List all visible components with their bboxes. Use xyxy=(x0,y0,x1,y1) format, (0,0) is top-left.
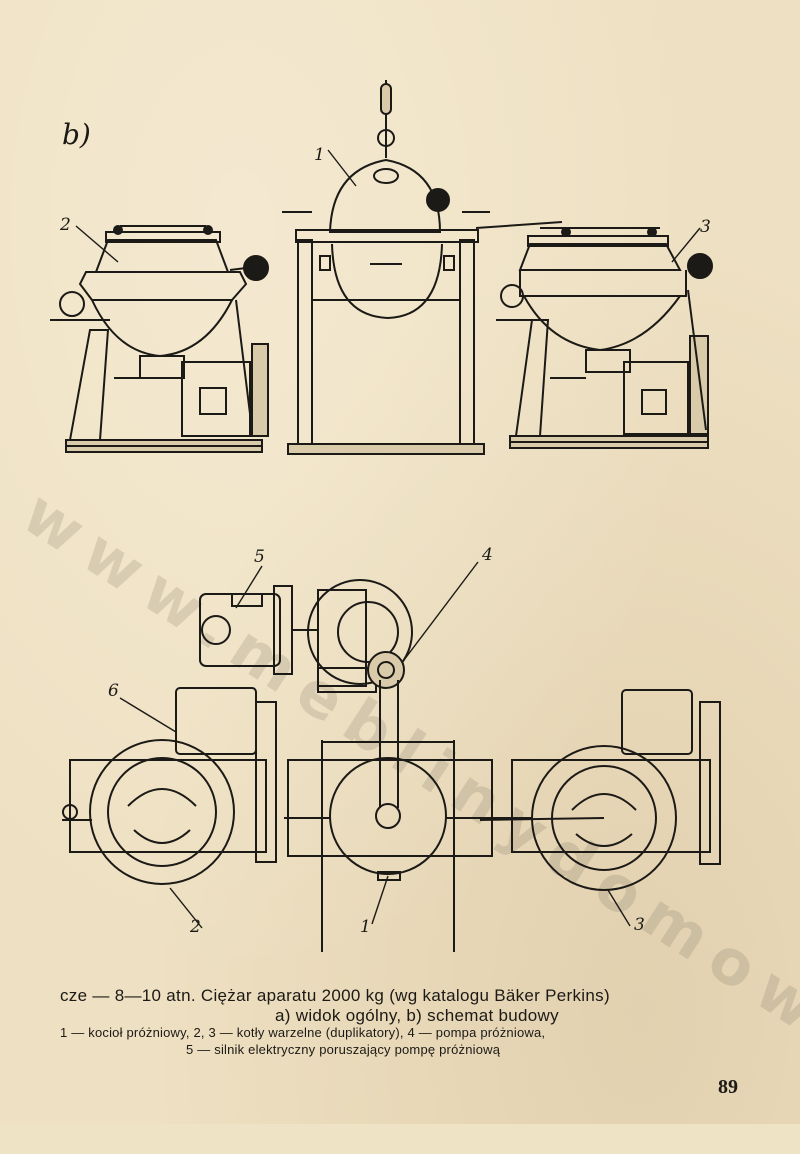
callout-2-top: 2 xyxy=(59,215,71,235)
electric-motor xyxy=(199,585,318,675)
callout-3-bottom: 3 xyxy=(634,915,645,935)
elevation-view xyxy=(50,80,713,455)
legend-line-1: 1 — kocioł próżniowy, 2, 3 — kotły warze… xyxy=(60,1025,546,1040)
callout-5: 5 xyxy=(254,547,265,567)
callout-1-top: 1 xyxy=(314,145,325,165)
callout-leaders-bottom xyxy=(119,561,631,929)
page-number: 89 xyxy=(718,1076,738,1098)
figure-legend: 1 — kocioł próżniowy, 2, 3 — kotły warze… xyxy=(60,1024,760,1058)
figure-part-label: b) xyxy=(62,118,91,151)
callout-2-bottom: 2 xyxy=(189,917,201,937)
figure-caption: cze — 8—10 atn. Ciężar aparatu 2000 kg (… xyxy=(60,986,760,1026)
left-kettle-elevation xyxy=(50,225,269,453)
right-kettle-plan xyxy=(479,689,721,891)
callout-3-top: 3 xyxy=(700,217,711,237)
caption-line-2: a) widok ogólny, b) schemat budowy xyxy=(275,1006,559,1025)
callout-4: 4 xyxy=(481,545,493,565)
callout-leaders-top xyxy=(75,149,701,263)
vacuum-boiler-plan xyxy=(284,740,510,952)
vacuum-boiler-elevation xyxy=(282,80,563,455)
technical-drawing: 1 2 3 5 4 6 2 1 3 xyxy=(50,80,721,952)
callout-6: 6 xyxy=(108,681,119,701)
callout-1-bottom: 1 xyxy=(360,917,371,937)
callout-numbers: 1 2 3 5 4 6 2 1 3 xyxy=(59,145,711,937)
caption-line-1: cze — 8—10 atn. Ciężar aparatu 2000 kg (… xyxy=(60,986,610,1005)
legend-line-2: 5 — silnik elektryczny poruszający pompę… xyxy=(186,1042,501,1057)
plan-view xyxy=(62,561,721,952)
vacuum-pump xyxy=(307,579,413,693)
left-kettle-plan xyxy=(62,687,277,885)
right-kettle-elevation xyxy=(496,227,713,449)
